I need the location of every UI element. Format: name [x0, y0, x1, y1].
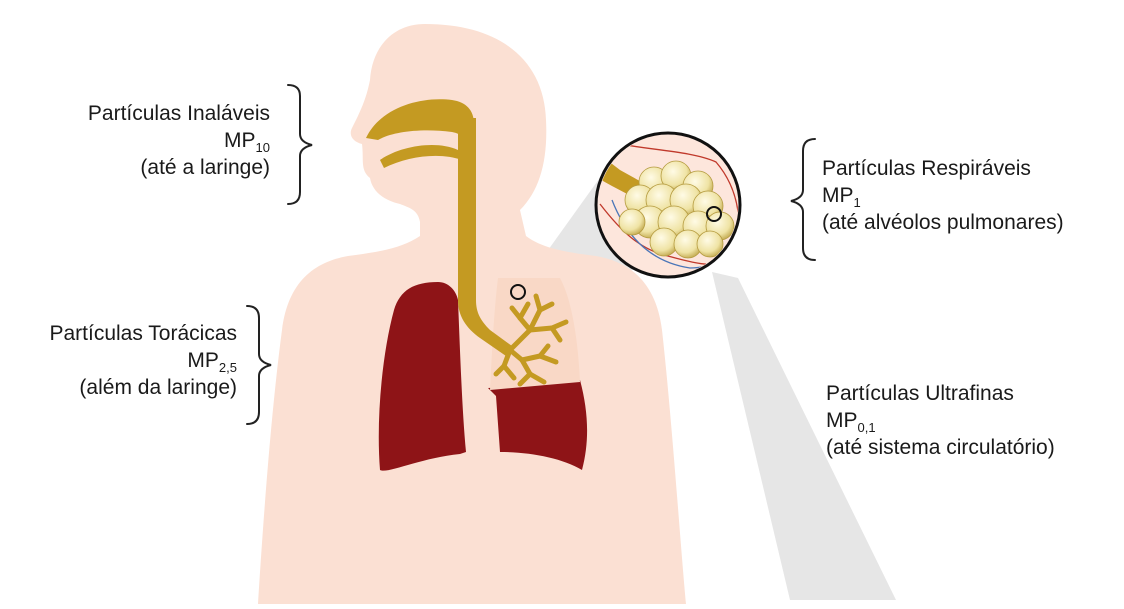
inalaveis-desc: (até a laringe) [20, 154, 270, 181]
ultrafinas-title: Partículas Ultrafinas [826, 380, 1121, 407]
bracket-toracicas [247, 306, 271, 424]
label-inalaveis: Partículas Inaláveis MP10 (até a laringe… [20, 100, 270, 181]
bracket-respiraveis [791, 139, 815, 260]
alveoli-magnified-view [594, 133, 744, 277]
bracket-inalaveis [288, 85, 312, 204]
toracicas-desc: (além da laringe) [0, 374, 237, 401]
respiraveis-desc: (até alvéolos pulmonares) [822, 209, 1122, 236]
inalaveis-title: Partículas Inaláveis [20, 100, 270, 127]
ultrafinas-desc: (até sistema circulatório) [826, 434, 1121, 461]
alveolus [619, 209, 645, 235]
label-respiraveis: Partículas Respiráveis MP1 (até alvéolos… [822, 155, 1122, 236]
bronchus-branch [530, 328, 552, 330]
toracicas-code: MP2,5 [0, 347, 237, 374]
label-ultrafinas: Partículas Ultrafinas MP0,1 (até sistema… [826, 380, 1121, 461]
label-toracicas: Partículas Torácicas MP2,5 (além da lari… [0, 320, 237, 401]
ultrafinas-code: MP0,1 [826, 407, 1121, 434]
respiraveis-code: MP1 [822, 182, 1122, 209]
toracicas-title: Partículas Torácicas [0, 320, 237, 347]
respiraveis-title: Partículas Respiráveis [822, 155, 1122, 182]
inalaveis-code: MP10 [20, 127, 270, 154]
